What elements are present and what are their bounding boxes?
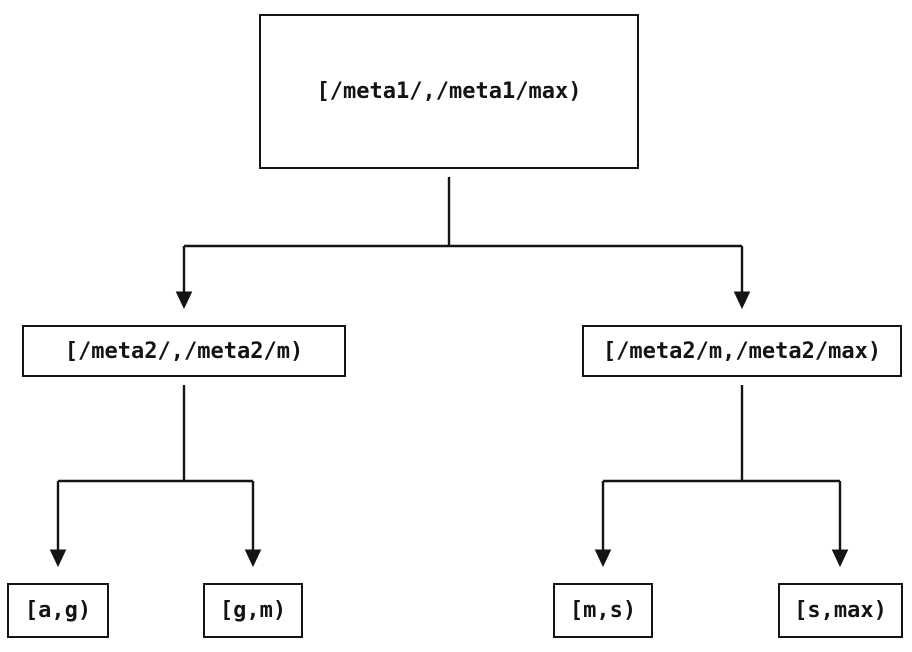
tree-node-root: [/meta1/,/meta1/max) xyxy=(259,14,639,169)
edge-meta2-right-leaf-ms xyxy=(594,481,612,568)
edge-root-meta2-right xyxy=(733,246,751,310)
edge-meta2-left-children xyxy=(58,385,253,483)
arrowhead-icon xyxy=(175,291,193,310)
tree-node-leaf-ms: [m,s) xyxy=(553,583,653,638)
tree-node-leaf-ag: [a,g) xyxy=(7,583,109,638)
tree-node-leaf-smax-label: [s,max) xyxy=(794,598,887,623)
tree-node-meta2-right-label: [/meta2/m,/meta2/max) xyxy=(602,338,882,364)
arrowhead-icon xyxy=(244,549,262,568)
tree-node-leaf-ag-label: [a,g) xyxy=(24,598,92,623)
edge-root-children xyxy=(184,177,742,248)
edge-meta2-right-children xyxy=(603,385,840,483)
tree-node-leaf-gm-label: [g,m) xyxy=(219,598,287,623)
edge-meta2-left-leaf-gm xyxy=(244,481,262,568)
arrowhead-icon xyxy=(733,291,751,310)
tree-node-meta2-left: [/meta2/,/meta2/m) xyxy=(22,325,346,377)
edge-meta2-left-leaf-ag xyxy=(49,481,67,568)
tree-node-leaf-gm: [g,m) xyxy=(203,583,303,638)
edge-root-meta2-left xyxy=(175,246,193,310)
arrowhead-icon xyxy=(831,549,849,568)
arrowhead-icon xyxy=(49,549,67,568)
tree-node-meta2-left-label: [/meta2/,/meta2/m) xyxy=(64,338,304,364)
tree-node-leaf-ms-label: [m,s) xyxy=(569,598,637,623)
tree-node-root-label: [/meta1/,/meta1/max) xyxy=(316,79,582,104)
edge-meta2-right-leaf-smax xyxy=(831,481,849,568)
arrowhead-icon xyxy=(594,549,612,568)
tree-node-leaf-smax: [s,max) xyxy=(778,583,903,638)
tree-node-meta2-right: [/meta2/m,/meta2/max) xyxy=(582,325,902,377)
